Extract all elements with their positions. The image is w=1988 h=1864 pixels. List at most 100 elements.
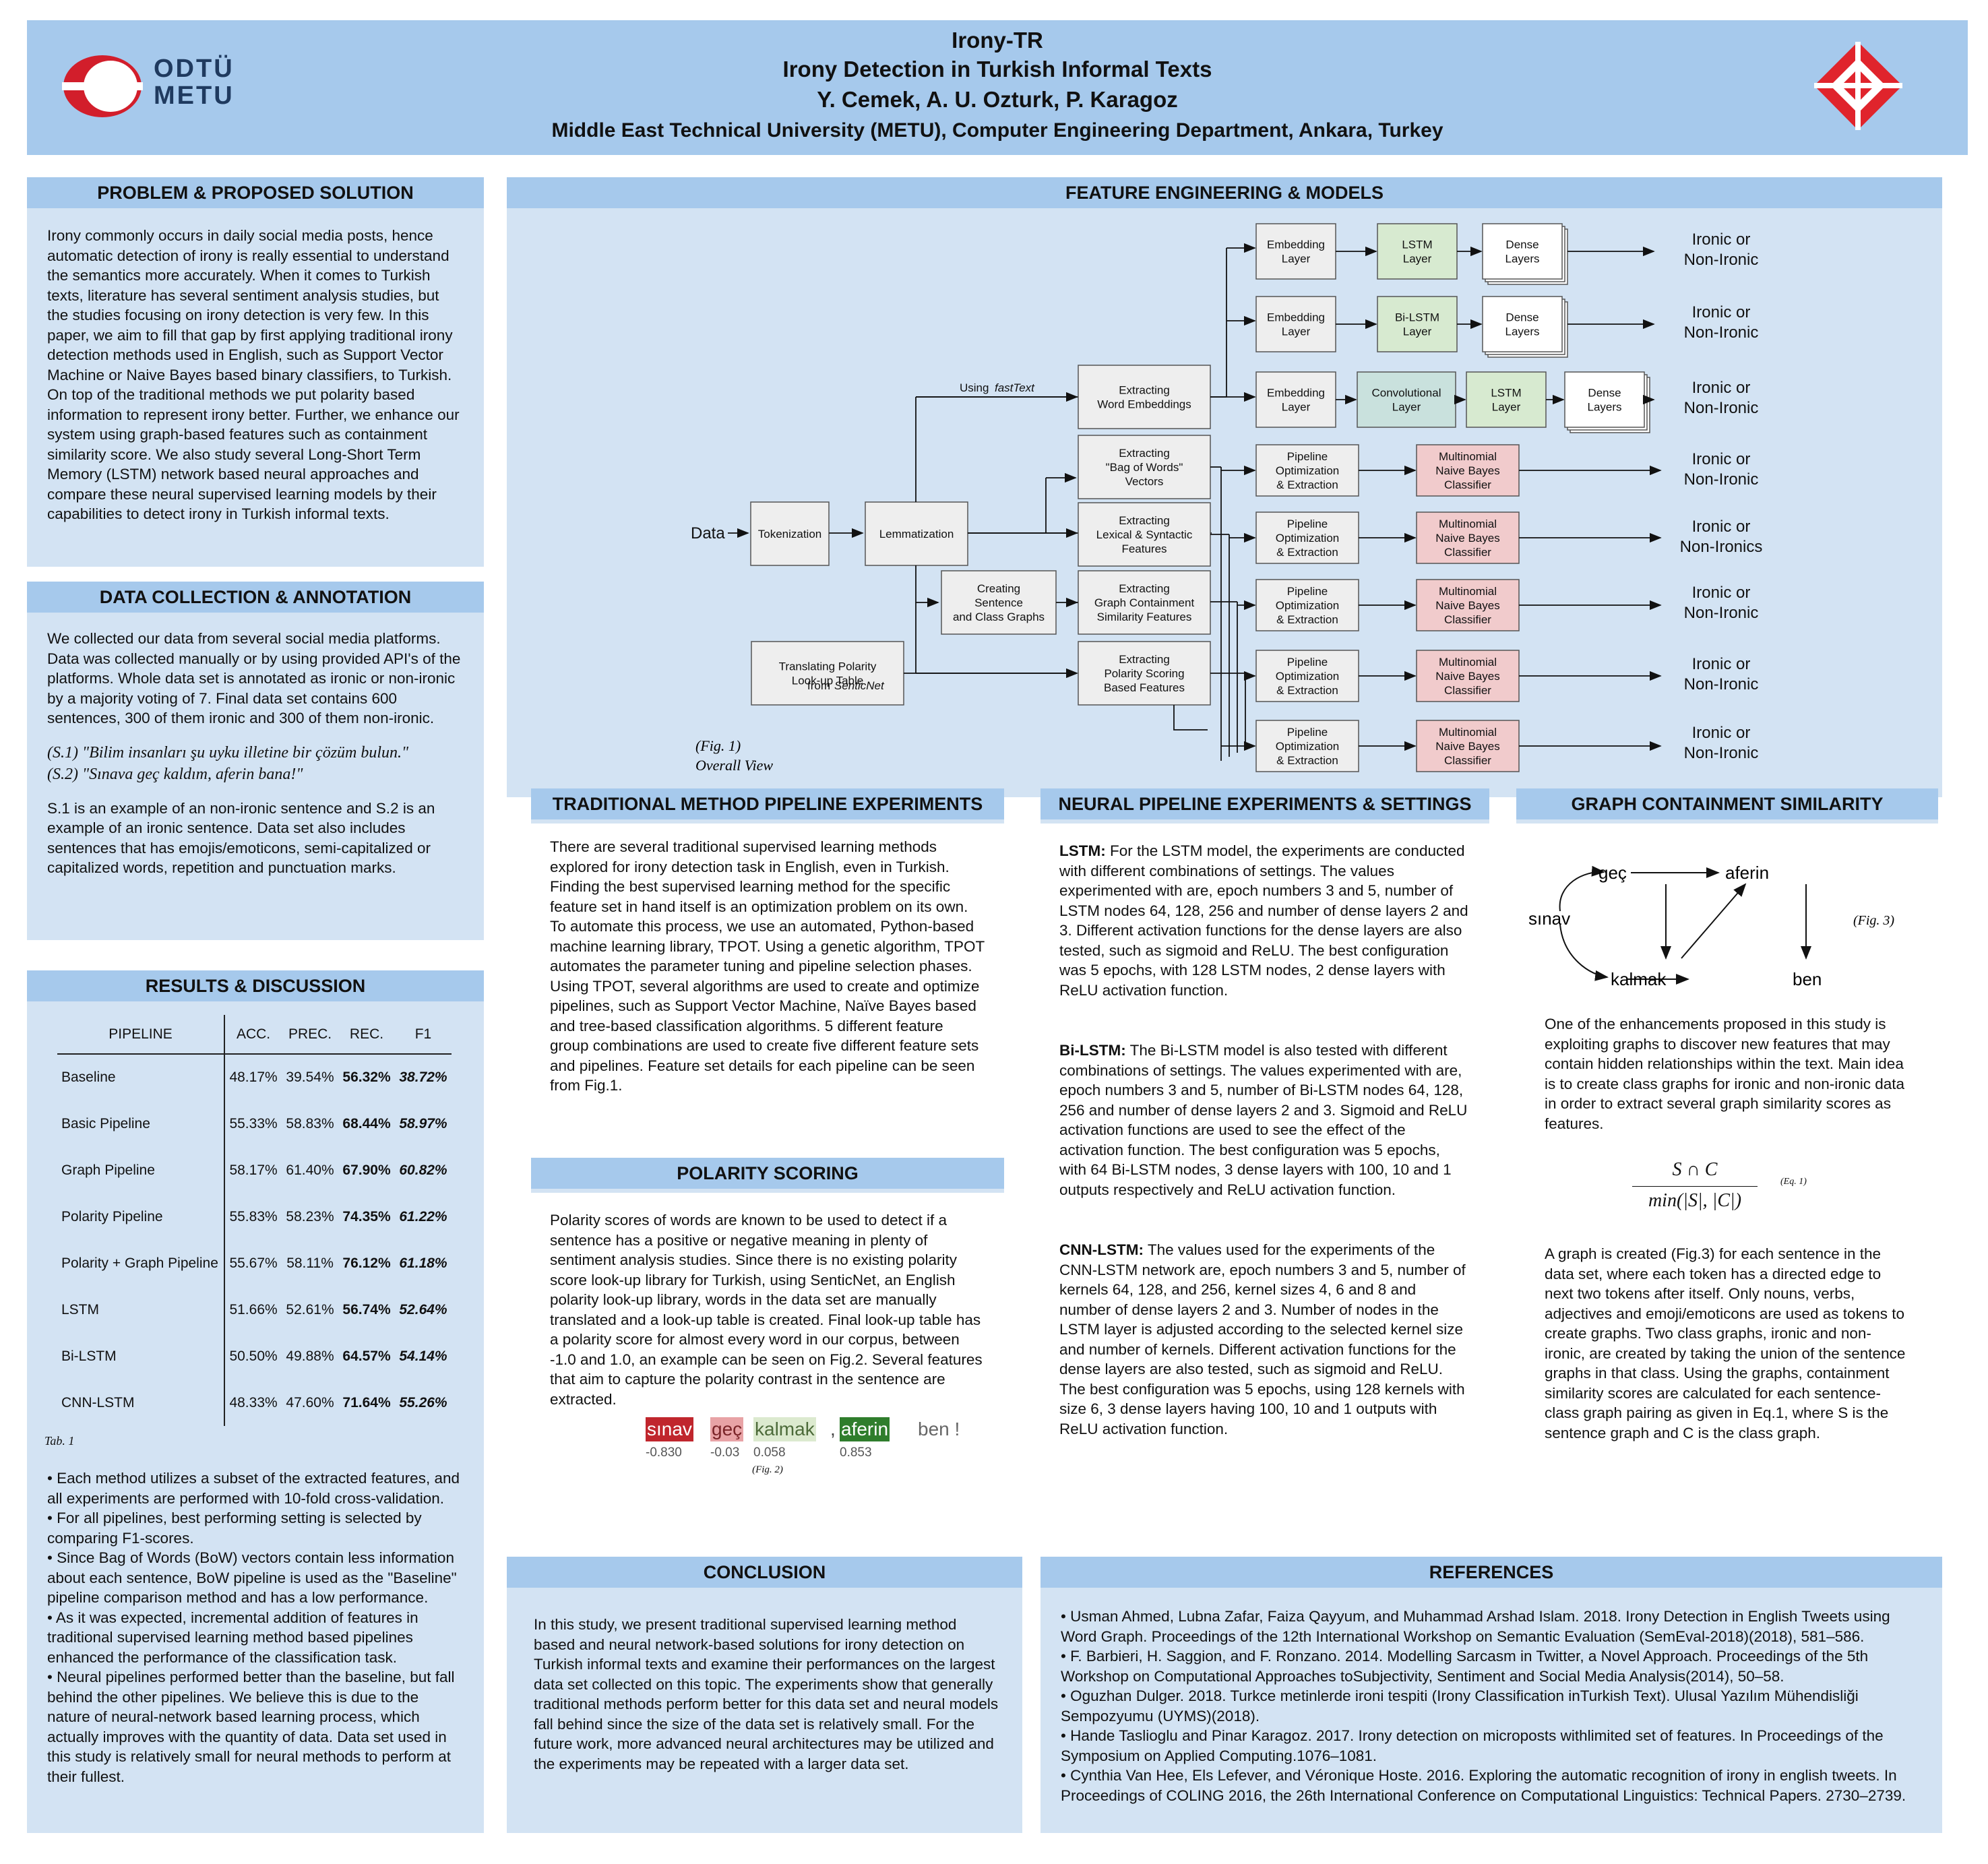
table-cell: 38.72% bbox=[399, 1069, 447, 1085]
lstm-heading: LSTM: bbox=[1059, 842, 1106, 859]
mnb-classifier-box bbox=[1416, 511, 1520, 564]
lemmatization-box bbox=[865, 501, 968, 566]
pipeline-box-label: Optimization bbox=[1276, 532, 1339, 545]
output-label: Ironic or bbox=[1692, 584, 1751, 602]
polarity-score: -0.03 bbox=[710, 1446, 740, 1460]
pipeline-box-label: & Extraction bbox=[1276, 754, 1338, 767]
fig1-caption: (Fig. 1) bbox=[695, 737, 741, 754]
table-cell: 56.74% bbox=[342, 1301, 391, 1317]
table-cell: 48.33% bbox=[229, 1394, 278, 1410]
polarity-text: Polarity scores of words are known to be… bbox=[550, 1212, 983, 1408]
embedding-box-1-label: Embedding bbox=[1267, 239, 1325, 251]
section-title: GRAPH CONTAINMENT SIMILARITY bbox=[1516, 788, 1938, 819]
extract-bow-box bbox=[1078, 435, 1211, 499]
extract-polarity-box-label: Polarity Scoring bbox=[1104, 667, 1184, 680]
table-cell: 58.11% bbox=[286, 1255, 334, 1271]
extract-polarity-box-label: Extracting bbox=[1119, 653, 1170, 666]
traditional-panel: TRADITIONAL METHOD PIPELINE EXPERIMENTS … bbox=[531, 788, 1004, 1129]
extract-graph-box-label: Graph Containment bbox=[1094, 596, 1195, 609]
table-cell: Polarity Pipeline bbox=[57, 1193, 226, 1240]
lstm-settings: LSTM: For the LSTM model, the experiment… bbox=[1040, 824, 1489, 1000]
output-label: Non-Ironics bbox=[1680, 538, 1763, 556]
fig3-caption: (Fig. 3) bbox=[1853, 913, 1894, 928]
problem-panel: PROBLEM & PROPOSED SOLUTION Irony common… bbox=[27, 177, 484, 567]
embedding-box-2-label: Layer bbox=[1282, 325, 1311, 338]
mnb-classifier-box-label: Multinomial bbox=[1439, 656, 1497, 669]
embedding-box-2 bbox=[1255, 296, 1336, 352]
poster-subtitle: Irony Detection in Turkish Informal Text… bbox=[782, 57, 1212, 82]
extract-bow-box-label: "Bag of Words" bbox=[1106, 461, 1183, 474]
table-cell: 58.23% bbox=[286, 1208, 334, 1224]
data-panel: DATA COLLECTION & ANNOTATION We collecte… bbox=[27, 582, 484, 940]
extract-lexical-box-label: Lexical & Syntactic bbox=[1096, 528, 1193, 541]
pipeline-box-label: Pipeline bbox=[1287, 726, 1328, 739]
poster-authors: Y. Cemek, A. U. Ozturk, P. Karagoz bbox=[817, 87, 1178, 112]
bilstm-layer-box-label: Bi-LSTM bbox=[1395, 311, 1439, 324]
graph-node: kalmak bbox=[1611, 969, 1667, 989]
mnb-classifier-box bbox=[1416, 650, 1520, 702]
mnb-classifier-box-label: Classifier bbox=[1444, 684, 1491, 697]
lstm-layer-box-2-label: Layer bbox=[1492, 401, 1521, 414]
tokenization-box-label: Tokenization bbox=[758, 528, 822, 540]
table-cell: 55.26% bbox=[399, 1394, 447, 1410]
from-label: from bbox=[807, 679, 830, 692]
extract-embeddings-box-label: Extracting bbox=[1119, 384, 1170, 397]
pipeline-box-label: Pipeline bbox=[1287, 656, 1328, 669]
pipeline-box-label: & Extraction bbox=[1276, 684, 1338, 697]
output-label: Ironic or bbox=[1692, 230, 1751, 249]
pipeline-box-label: Pipeline bbox=[1287, 518, 1328, 530]
table-cell: 74.35% bbox=[342, 1208, 391, 1224]
output-label: Non-Ironic bbox=[1684, 399, 1759, 417]
polarity-separator: , bbox=[830, 1419, 836, 1439]
senticnet-label: SenticNet bbox=[834, 679, 885, 692]
lemmatization-box-label: Lemmatization bbox=[879, 528, 954, 540]
data-text-2: S.1 is an example of an non-ironic sente… bbox=[47, 799, 435, 877]
conv-layer-box-label: Convolutional bbox=[1371, 387, 1441, 400]
extract-graph-box bbox=[1078, 570, 1211, 635]
section-title: PROBLEM & PROPOSED SOLUTION bbox=[27, 177, 484, 208]
pipeline-box bbox=[1255, 650, 1359, 702]
lstm-layer-box-2 bbox=[1466, 371, 1547, 428]
fig1-caption: Overall View bbox=[695, 757, 773, 774]
cnn-text: The values used for the experiments of t… bbox=[1059, 1241, 1466, 1437]
output-label: Ironic or bbox=[1692, 450, 1751, 468]
pipeline-box-label: Pipeline bbox=[1287, 450, 1328, 463]
ceng-logo-icon bbox=[1813, 40, 1904, 131]
table-cell: 49.88% bbox=[286, 1348, 334, 1364]
bilstm-settings: Bi-LSTM: The Bi-LSTM model is also teste… bbox=[1040, 1000, 1489, 1200]
conv-layer-box-label: Layer bbox=[1392, 401, 1421, 414]
table-cell: 39.54% bbox=[286, 1069, 334, 1085]
creating-graphs-box bbox=[941, 570, 1057, 635]
equation: S ∩ C min(|S|, |C|) (Eq. 1) bbox=[1516, 1154, 1938, 1228]
embedding-box-3-label: Embedding bbox=[1267, 387, 1325, 400]
graph-node: aferin bbox=[1725, 863, 1769, 883]
mnb-classifier-box-label: Classifier bbox=[1444, 754, 1491, 767]
output-label: Non-Ironic bbox=[1684, 675, 1759, 693]
conv-layer-box bbox=[1357, 371, 1456, 428]
pipeline-box-label: Optimization bbox=[1276, 670, 1339, 683]
creating-graphs-box-label: Sentence bbox=[974, 596, 1023, 609]
table-cell: 55.83% bbox=[229, 1208, 278, 1224]
embedding-box-2-label: Embedding bbox=[1267, 311, 1325, 324]
table-cell: Baseline bbox=[57, 1054, 226, 1100]
table-cell: 61.40% bbox=[286, 1162, 334, 1178]
flow-line bbox=[1173, 705, 1208, 731]
table-cell: 61.22% bbox=[399, 1208, 447, 1224]
table-caption: Tab. 1 bbox=[44, 1434, 75, 1448]
translating-box-label: Look-up Table bbox=[792, 675, 864, 687]
extract-bow-box-label: Vectors bbox=[1125, 475, 1164, 488]
table-cell: 58.17% bbox=[229, 1162, 278, 1178]
output-label: Ironic or bbox=[1692, 379, 1751, 397]
pipeline-box bbox=[1255, 511, 1359, 564]
polarity-word: kalmak bbox=[753, 1417, 816, 1441]
table-cell: 64.57% bbox=[342, 1348, 391, 1364]
graph-figure: geç aferin sınav kalmak ben (Fig. 3) bbox=[1528, 863, 1894, 989]
section-title: REFERENCES bbox=[1040, 1557, 1942, 1588]
eq-label: (Eq. 1) bbox=[1780, 1177, 1807, 1187]
eq-numerator: S ∩ C bbox=[1672, 1159, 1718, 1180]
traditional-text: There are several traditional supervised… bbox=[550, 838, 985, 1094]
cnn-settings: CNN-LSTM: The values used for the experi… bbox=[1040, 1200, 1489, 1439]
mnb-classifier-box-label: Multinomial bbox=[1439, 726, 1497, 739]
